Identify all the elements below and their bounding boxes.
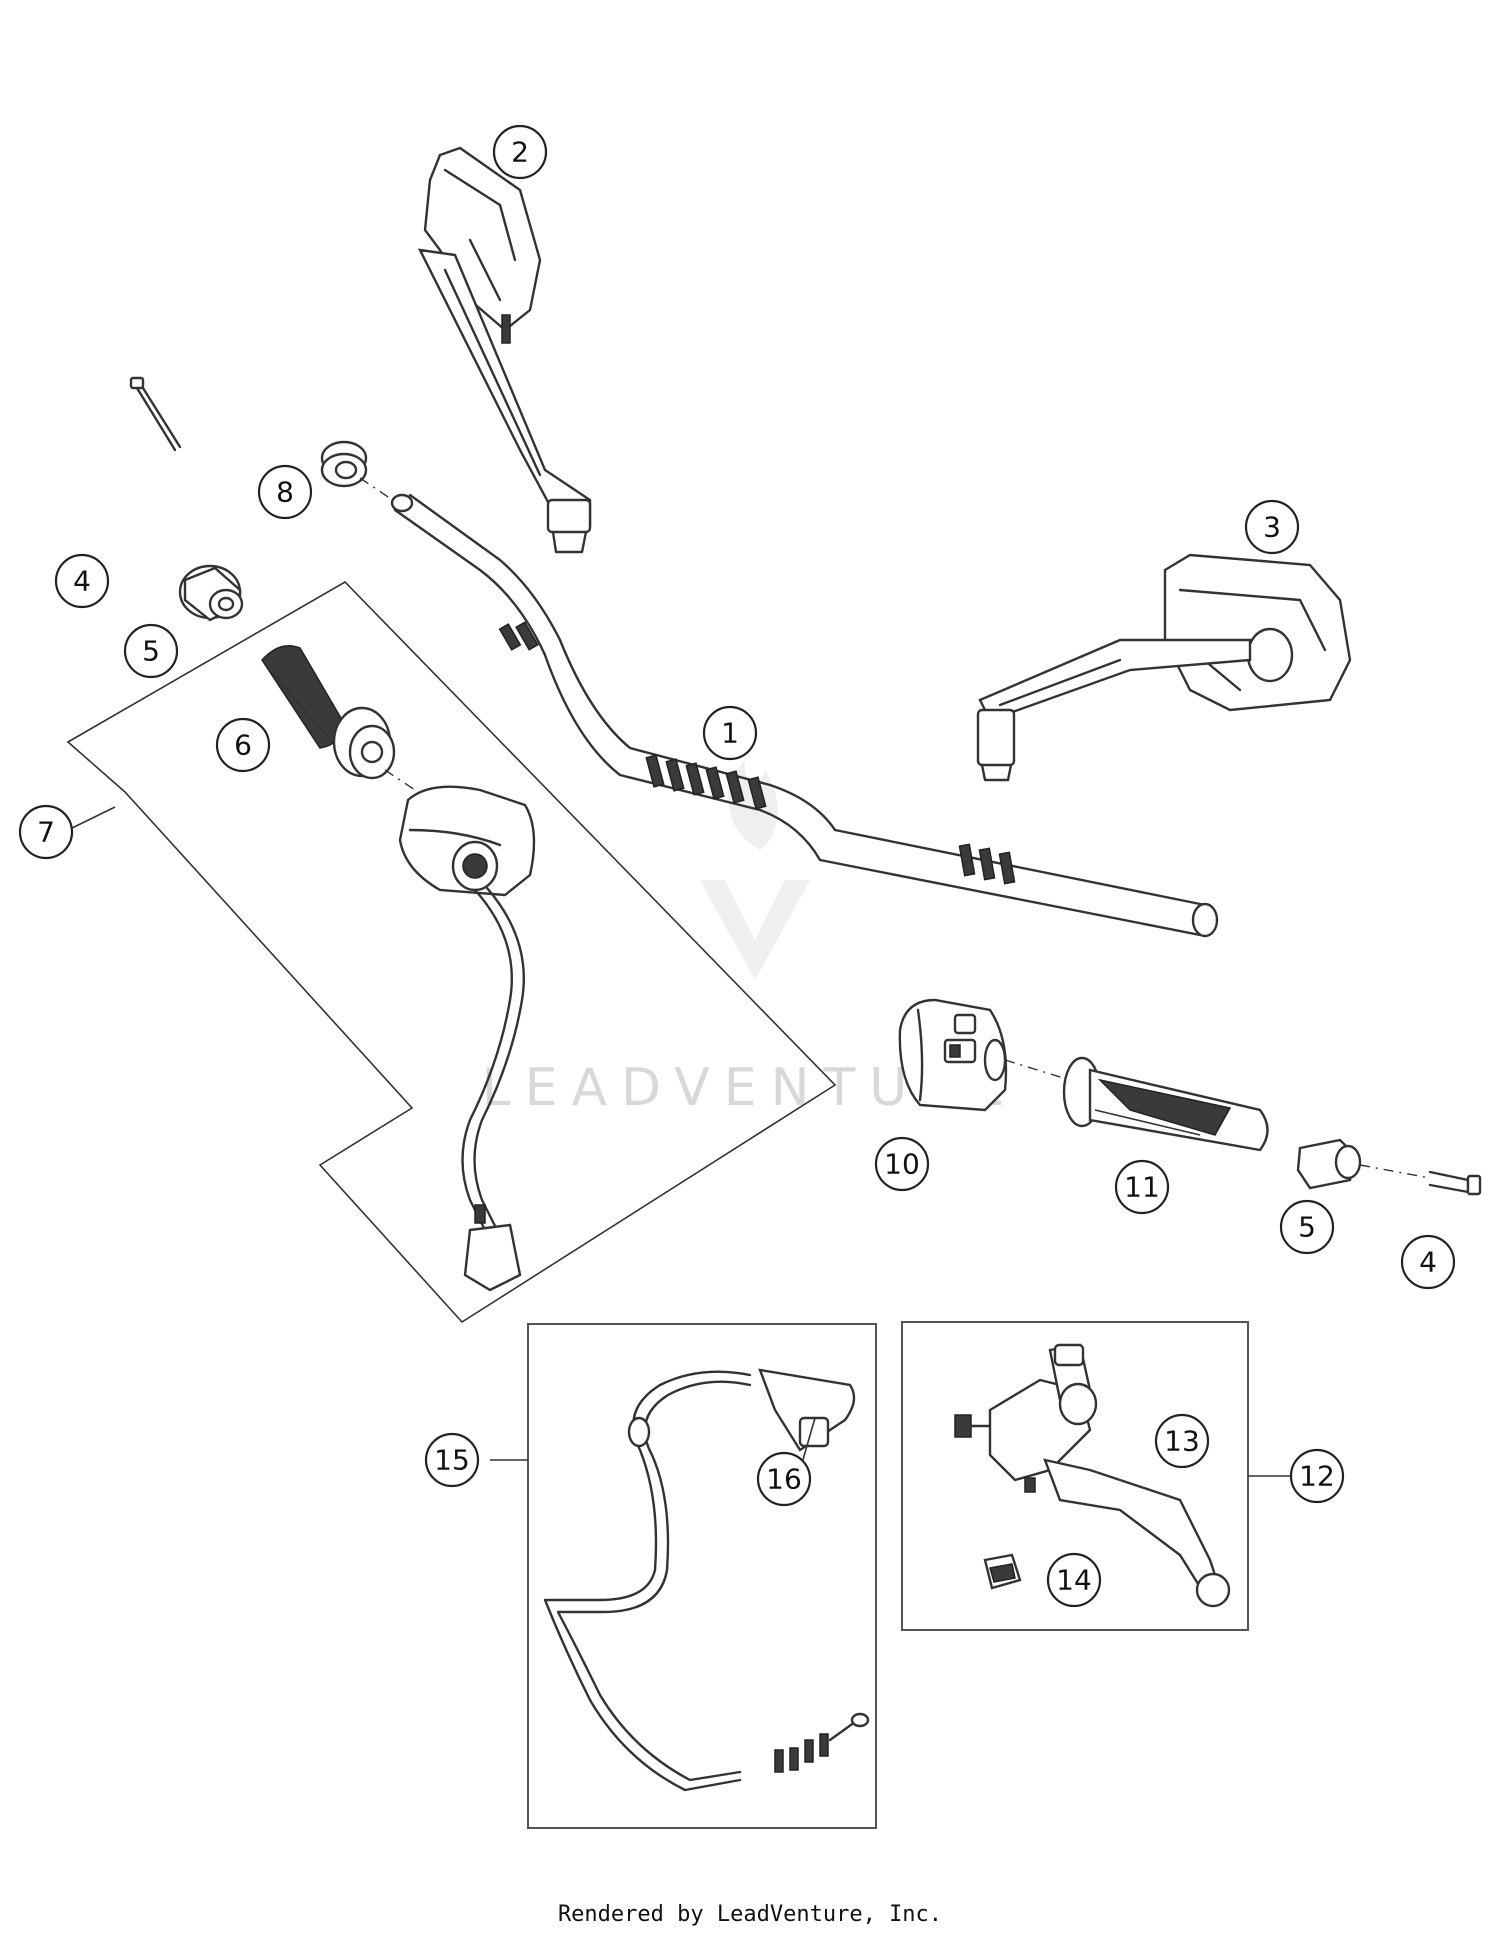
bar-end-bolt-right[interactable] (1428, 1170, 1482, 1196)
watermark-logo (700, 760, 810, 980)
grip-right[interactable] (1062, 1056, 1269, 1152)
lever-switch-14[interactable] (983, 1553, 1022, 1590)
svg-text:2: 2 (511, 136, 529, 169)
svg-text:14: 14 (1056, 1564, 1092, 1597)
svg-text:12: 12 (1299, 1460, 1335, 1493)
svg-text:16: 16 (766, 1463, 802, 1496)
svg-text:5: 5 (142, 635, 160, 668)
bar-end-bolt-left[interactable] (129, 376, 182, 452)
svg-text:13: 13 (1164, 1425, 1200, 1458)
svg-text:11: 11 (1124, 1171, 1160, 1204)
switch-left[interactable] (398, 785, 536, 1292)
callout-5-right[interactable]: 5 (1279, 1199, 1335, 1255)
callout-12[interactable]: 12 (1289, 1448, 1345, 1504)
svg-text:15: 15 (434, 1444, 470, 1477)
kit-7-outline (66, 580, 837, 1324)
axis-line-6 (384, 769, 416, 791)
footer-credit: Rendered by LeadVenture, Inc. (557, 1902, 943, 1927)
leader-7 (67, 806, 116, 831)
svg-text:3: 3 (1263, 511, 1281, 544)
handlebar[interactable] (390, 493, 1219, 938)
svg-text:4: 4 (73, 565, 91, 598)
callout-14[interactable]: 14 (1046, 1552, 1102, 1608)
callout-4[interactable]: 4 (54, 553, 110, 609)
callout-8[interactable]: 8 (257, 464, 313, 520)
callout-4-right[interactable]: 4 (1400, 1234, 1456, 1290)
svg-text:5: 5 (1298, 1211, 1316, 1244)
callout-15[interactable]: 15 (424, 1432, 480, 1488)
mirror-left[interactable] (417, 146, 592, 554)
clutch-lever[interactable] (954, 1343, 1231, 1608)
bar-end-weight-right[interactable] (1296, 1138, 1362, 1190)
switch-right[interactable] (898, 998, 1008, 1112)
callout-16[interactable]: 16 (756, 1451, 812, 1507)
callout-13[interactable]: 13 (1154, 1413, 1210, 1469)
svg-text:10: 10 (884, 1148, 920, 1181)
svg-text:4: 4 (1419, 1246, 1437, 1279)
bar-end-weight-left[interactable] (178, 564, 244, 622)
bar-end-plug[interactable] (320, 440, 368, 488)
mirror-right[interactable] (976, 553, 1352, 782)
axis-line-10 (1004, 1059, 1071, 1081)
callout-6[interactable]: 6 (215, 717, 271, 773)
clutch-cable[interactable] (543, 1368, 870, 1792)
callout-3[interactable]: 3 (1244, 499, 1300, 555)
svg-text:6: 6 (234, 729, 252, 762)
callout-5[interactable]: 5 (123, 623, 179, 679)
callout-2[interactable]: 2 (492, 124, 548, 180)
callout-7[interactable]: 7 (18, 804, 74, 860)
svg-text:8: 8 (276, 476, 294, 509)
callout-11[interactable]: 11 (1114, 1159, 1170, 1215)
grip-left[interactable] (261, 645, 396, 780)
callout-10[interactable]: 10 (874, 1136, 930, 1192)
svg-text:1: 1 (721, 717, 739, 750)
axis-line-5 (1359, 1164, 1431, 1179)
kit-15-box (527, 1323, 877, 1829)
svg-text:7: 7 (37, 816, 55, 849)
callout-1[interactable]: 1 (702, 705, 758, 761)
